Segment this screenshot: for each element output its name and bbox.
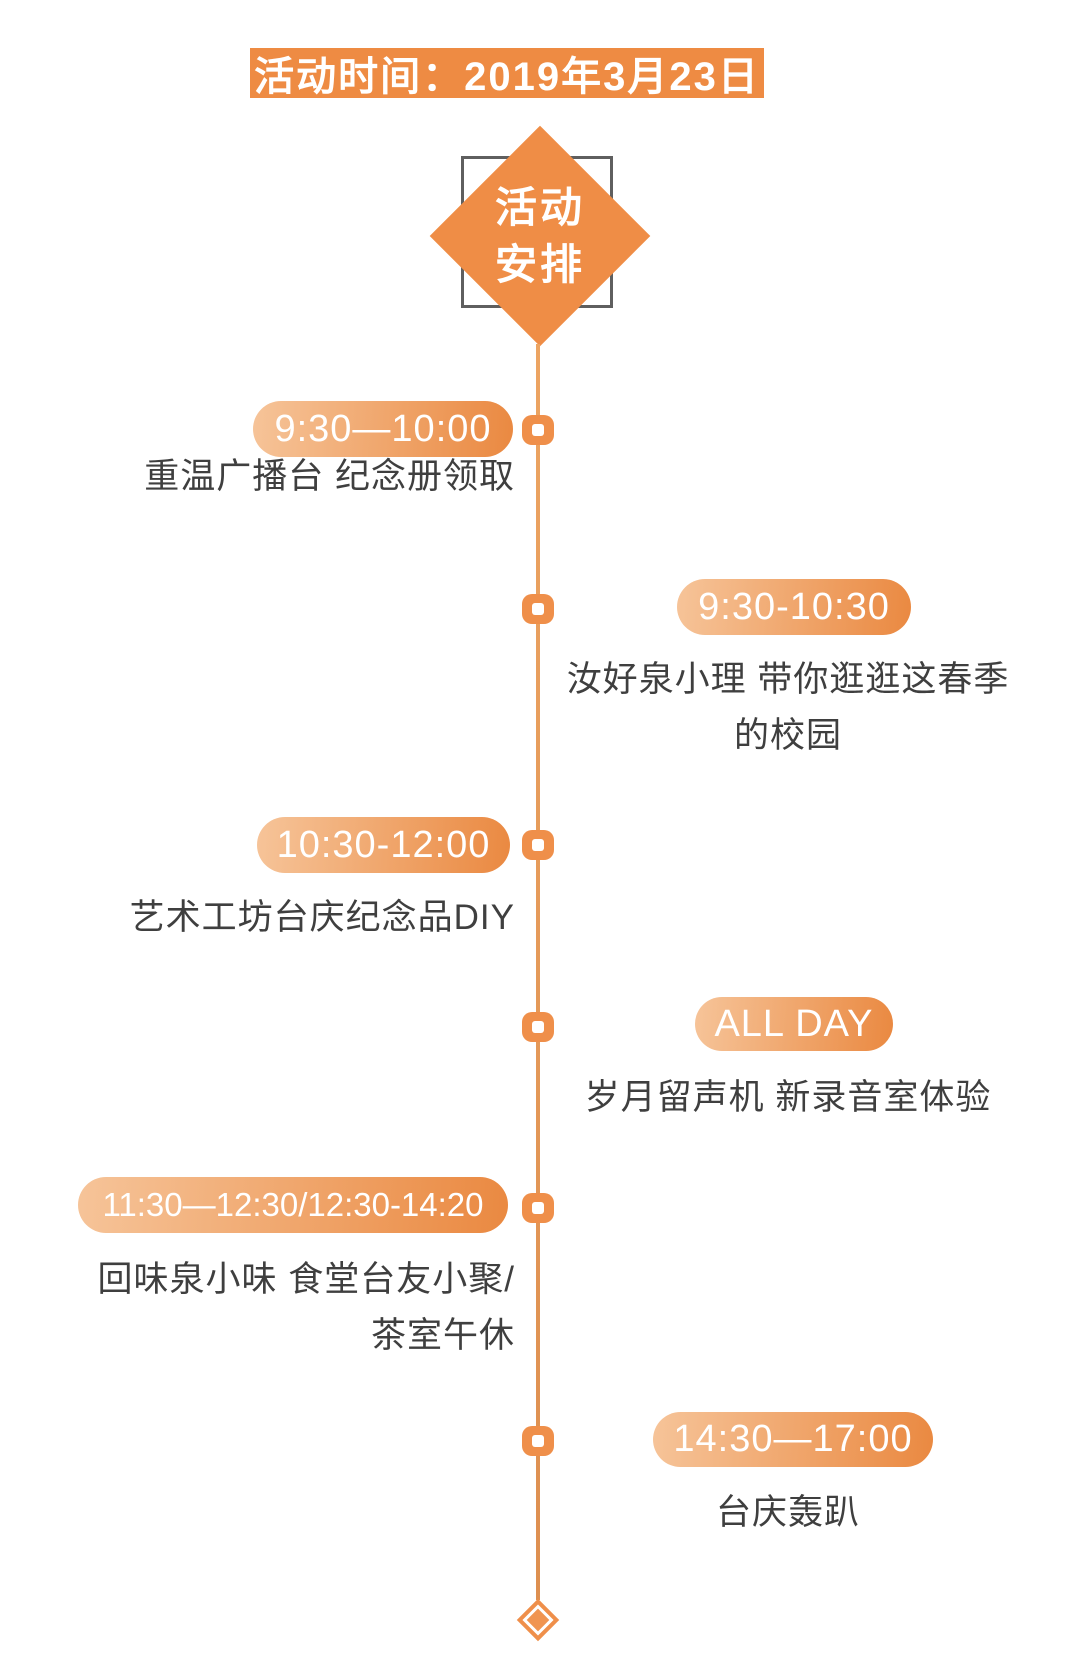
schedule-title-line2: 安排: [494, 240, 586, 288]
event-description-4-line1: 岁月留声机 新录音室体验: [584, 1078, 992, 1117]
time-pill-5-label: 11:30—12:30/12:30-14:20: [102, 1186, 484, 1223]
event-description-2-line2: 的校园: [733, 716, 842, 755]
event-description-3: 艺术工坊台庆纪念品DIY: [55, 890, 515, 946]
event-description-2-line1: 汝好泉小理 带你逛逛这春季: [566, 660, 1010, 699]
event-description-6-line1: 台庆轰趴: [715, 1493, 860, 1532]
event-description-1-line1: 重温广播台 纪念册领取: [144, 457, 515, 496]
event-description-2: 汝好泉小理 带你逛逛这春季 的校园: [548, 652, 1028, 764]
timeline-line: [536, 344, 540, 1600]
time-pill-6-label: 14:30—17:00: [673, 1418, 913, 1460]
event-description-4: 岁月留声机 新录音室体验: [548, 1070, 1028, 1126]
time-pill-6: 14:30—17:00: [653, 1412, 933, 1467]
timeline-node-6: [522, 1426, 554, 1456]
event-description-5-line2: 茶室午休: [370, 1316, 515, 1355]
timeline-node-5: [522, 1193, 554, 1223]
event-description-5: 回味泉小味 食堂台友小聚/ 茶室午休: [55, 1252, 515, 1364]
timeline-node-4: [522, 1012, 554, 1042]
event-description-5-line1: 回味泉小味 食堂台友小聚/: [97, 1260, 515, 1299]
event-description-6: 台庆轰趴: [548, 1485, 1028, 1541]
time-pill-1: 9:30—10:00: [253, 401, 513, 457]
time-pill-2: 9:30-10:30: [677, 579, 911, 635]
schedule-title-line1: 活动: [494, 183, 586, 231]
event-date-banner: 活动时间：2019年3月23日: [250, 48, 764, 99]
time-pill-1-label: 9:30—10:00: [274, 407, 492, 450]
event-description-3-line1: 艺术工坊台庆纪念品DIY: [129, 898, 515, 937]
end-ornament-diamond: [516, 1598, 560, 1642]
time-pill-3: 10:30-12:00: [257, 817, 510, 873]
event-date-text: 活动时间：2019年3月23日: [254, 55, 760, 99]
time-pill-4-label: ALL DAY: [714, 1002, 874, 1045]
end-ornament-core: [526, 1608, 550, 1632]
timeline-node-1: [522, 415, 554, 445]
time-pill-3-label: 10:30-12:00: [276, 823, 491, 866]
schedule-title-text: 活动 安排: [495, 179, 585, 293]
time-pill-2-label: 9:30-10:30: [698, 585, 890, 628]
time-pill-5: 11:30—12:30/12:30-14:20: [78, 1177, 508, 1233]
time-pill-4: ALL DAY: [695, 997, 893, 1051]
event-description-1: 重温广播台 纪念册领取: [55, 449, 515, 505]
timeline-node-2: [522, 594, 554, 624]
timeline-node-3: [522, 830, 554, 860]
